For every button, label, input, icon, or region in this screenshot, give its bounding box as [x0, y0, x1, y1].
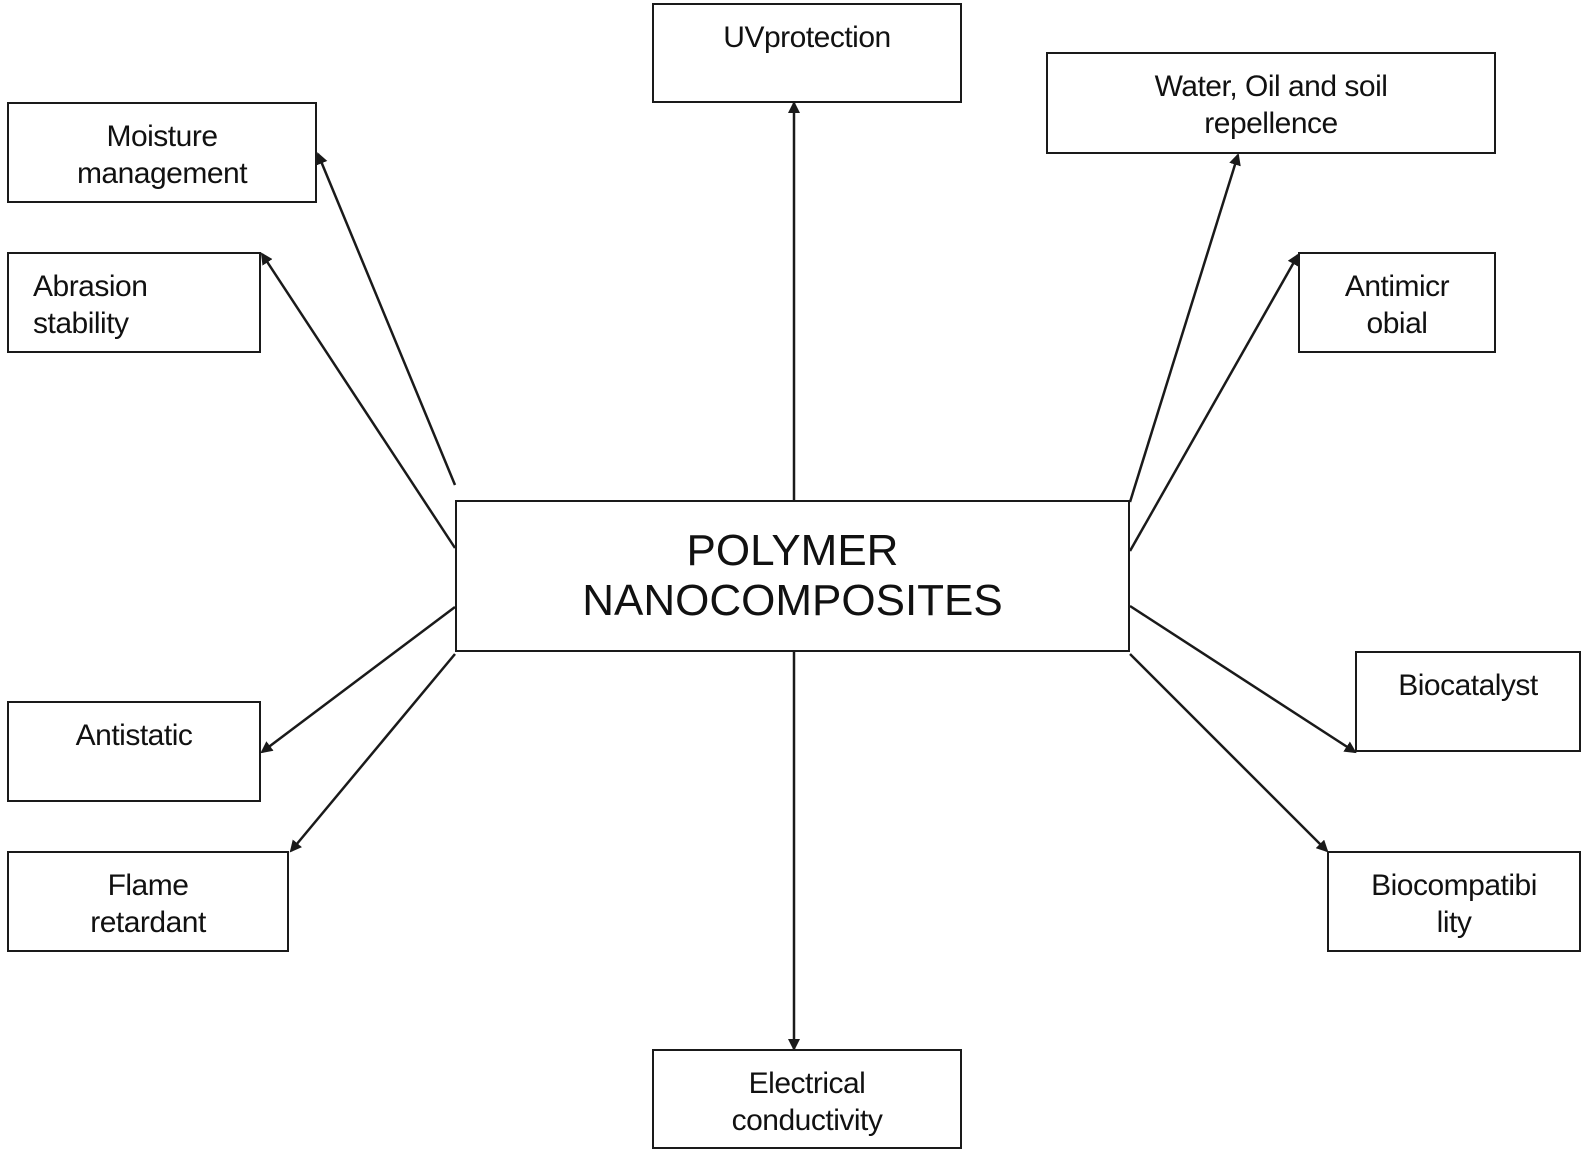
center-line-1: POLYMER	[686, 526, 899, 575]
node-moisture-management: Moisture management	[7, 102, 317, 203]
center-line-2: NANOCOMPOSITES	[582, 576, 1003, 625]
center-node-polymer-nanocomposites: POLYMER NANOCOMPOSITES	[455, 500, 1130, 652]
node-biocompatibility-label: Biocompatibi lity	[1371, 869, 1537, 939]
arrow-to-flame-retardant	[289, 653, 456, 853]
node-antimicrobial: Antimicr obial	[1298, 252, 1496, 353]
node-water-oil-soil-repellence-label: Water, Oil and soil repellence	[1154, 70, 1388, 140]
center-node-label: POLYMER NANOCOMPOSITES	[582, 526, 1003, 626]
node-uv-protection: UVprotection	[652, 3, 962, 103]
node-biocompatibility: Biocompatibi lity	[1327, 851, 1581, 952]
node-electrical-conductivity: Electrical conductivity	[652, 1049, 962, 1149]
node-electrical-conductivity-label: Electrical conductivity	[731, 1067, 883, 1137]
arrow-to-water-oil-soil-repellence	[1128, 153, 1241, 503]
arrow-to-biocompatibility	[1129, 653, 1329, 853]
node-flame-retardant: Flame retardant	[7, 851, 289, 952]
node-uv-protection-label: UVprotection	[723, 21, 891, 54]
arrow-to-antistatic	[260, 606, 456, 754]
node-water-oil-soil-repellence: Water, Oil and soil repellence	[1046, 52, 1496, 154]
node-antistatic: Antistatic	[7, 701, 261, 802]
node-flame-retardant-label: Flame retardant	[90, 869, 206, 939]
arrow-to-moisture-management	[316, 152, 457, 486]
node-biocatalyst-label: Biocatalyst	[1398, 669, 1538, 702]
node-abrasion-stability-label: Abrasion stability	[33, 270, 148, 340]
node-abrasion-stability: Abrasion stability	[7, 252, 261, 353]
node-antimicrobial-label: Antimicr obial	[1344, 270, 1450, 340]
node-biocatalyst: Biocatalyst	[1355, 651, 1581, 752]
arrow-to-antimicrobial	[1128, 253, 1300, 552]
arrow-to-biocatalyst	[1129, 604, 1357, 754]
arrow-to-abrasion-stability	[260, 252, 457, 549]
node-moisture-management-label: Moisture management	[76, 120, 248, 190]
node-antistatic-label: Antistatic	[75, 719, 193, 752]
